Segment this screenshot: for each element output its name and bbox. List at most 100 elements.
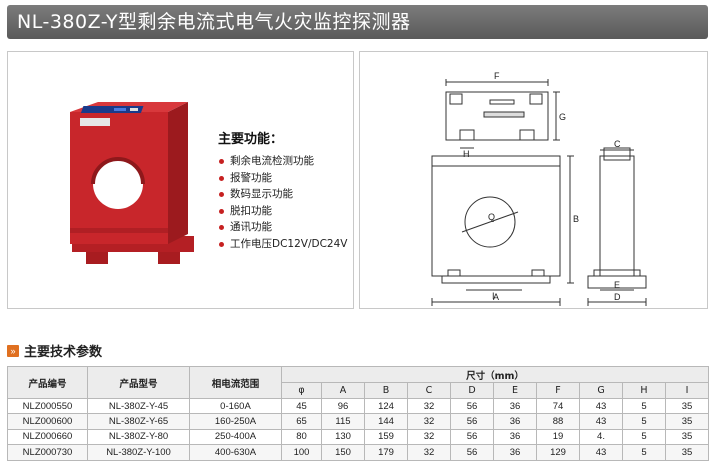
- dimension-header: C: [407, 382, 451, 399]
- dimension-header: E: [493, 382, 537, 399]
- feature-item: 数码显示功能: [218, 186, 347, 203]
- table-cell: 35: [664, 444, 710, 461]
- table-cell: 56: [450, 428, 494, 446]
- feature-item: 工作电压DC12V/DC24V: [218, 236, 347, 253]
- table-cell: 250-400A: [189, 428, 282, 446]
- dim-label-f: F: [494, 71, 500, 81]
- dim-label-g: G: [559, 112, 566, 122]
- header-code: 产品编号: [7, 366, 88, 399]
- dimension-header: A: [321, 382, 365, 399]
- table-cell: 56: [450, 413, 494, 430]
- dim-label-i: I: [492, 291, 495, 301]
- table-cell: 65: [281, 413, 322, 430]
- table-cell: 36: [493, 444, 537, 461]
- bullet-icon: [219, 225, 224, 230]
- table-cell: 36: [493, 428, 537, 446]
- dimension-header: D: [450, 382, 494, 399]
- product-image: [70, 102, 194, 264]
- dimension-header: F: [536, 382, 580, 399]
- header-current: 相电流范围: [189, 366, 282, 399]
- table-cell: NLZ000600: [7, 413, 88, 430]
- feature-label: 脱扣功能: [230, 204, 272, 217]
- bullet-icon: [219, 192, 224, 197]
- table-cell: 32: [407, 428, 451, 446]
- feature-item: 脱扣功能: [218, 203, 347, 220]
- header-model: 产品型号: [87, 366, 190, 399]
- features-title: 主要功能：: [218, 132, 284, 147]
- dimension-header: B: [364, 382, 408, 399]
- dim-label-q: Q: [488, 212, 495, 222]
- dimension-header: H: [622, 382, 666, 399]
- table-cell: 150: [321, 444, 365, 461]
- table-cell: 43: [579, 413, 623, 430]
- table-cell: 179: [364, 444, 408, 461]
- table-cell: 32: [407, 444, 451, 461]
- dim-label-e: E: [614, 280, 620, 290]
- bullet-icon: [219, 159, 224, 164]
- table-cell: NLZ000660: [7, 428, 88, 446]
- section-title: 主要技术参数: [24, 345, 103, 360]
- table-cell: 5: [622, 444, 666, 461]
- dimension-drawing-panel: F G H C Q B I A E D: [359, 51, 708, 309]
- dim-label-b: B: [573, 214, 579, 224]
- table-cell: 36: [493, 397, 537, 415]
- bullet-icon: [219, 175, 224, 181]
- features-list: 剩余电流检测功能 报警功能 数码显示功能 脱扣功能 通讯功能 工作电压DC12V…: [218, 153, 347, 252]
- table-cell: 159: [364, 428, 408, 446]
- table-cell: 32: [407, 397, 451, 415]
- table-cell: 35: [664, 428, 710, 446]
- dim-label-a: A: [493, 292, 499, 302]
- chevron-right-icon: »: [7, 344, 19, 357]
- table-cell: 124: [364, 397, 408, 415]
- table-cell: 115: [321, 413, 365, 430]
- dimension-header: I: [664, 382, 710, 399]
- feature-item: 剩余电流检测功能: [218, 153, 347, 170]
- feature-label: 剩余电流检测功能: [230, 155, 314, 167]
- table-cell: NLZ000730: [7, 444, 88, 461]
- dimension-drawing: F G H C Q B I A E D: [431, 71, 647, 306]
- table-cell: 43: [579, 397, 623, 415]
- page-title: NL-380Z-Y型剩余电流式电气火灾监控探测器: [7, 5, 708, 39]
- table-cell: NLZ000550: [7, 397, 88, 415]
- table-cell: 19: [536, 428, 580, 446]
- table-cell: NL-380Z-Y-100: [87, 444, 190, 461]
- table-cell: 36: [493, 413, 537, 430]
- feature-label: 通讯功能: [230, 221, 272, 233]
- table-cell: 74: [536, 397, 580, 415]
- table-cell: 5: [622, 397, 666, 415]
- table-cell: 35: [664, 397, 710, 415]
- feature-label: 报警功能: [230, 171, 272, 184]
- table-cell: 129: [536, 444, 580, 461]
- table-cell: 43: [579, 444, 623, 461]
- table-cell: NL-380Z-Y-65: [87, 413, 190, 430]
- table-cell: 4.: [579, 428, 623, 446]
- table-cell: 80: [281, 428, 322, 446]
- feature-label: 数码显示功能: [230, 188, 293, 200]
- table-cell: 56: [450, 444, 494, 461]
- table-cell: 160-250A: [189, 413, 282, 430]
- features-block: 主要功能： 剩余电流检测功能 报警功能 数码显示功能 脱扣功能 通讯功能 工作电…: [218, 128, 347, 252]
- header-size: 尺寸（mm）: [280, 366, 710, 383]
- bullet-icon: [219, 208, 224, 214]
- section-header: » 主要技术参数: [7, 341, 102, 360]
- feature-label: 工作电压DC12V/DC24V: [230, 237, 348, 250]
- table-cell: 100: [281, 444, 322, 461]
- dim-label-d: D: [614, 292, 621, 302]
- table-cell: 56: [450, 397, 494, 415]
- table-cell: NL-380Z-Y-45: [87, 397, 190, 415]
- product-panel: 主要功能： 剩余电流检测功能 报警功能 数码显示功能 脱扣功能 通讯功能 工作电…: [7, 51, 354, 309]
- dimension-header: G: [579, 382, 623, 399]
- bullet-icon: [219, 241, 224, 247]
- table-cell: NL-380Z-Y-80: [87, 428, 190, 446]
- table-cell: 0-160A: [189, 397, 282, 415]
- table-cell: 5: [622, 428, 666, 446]
- table-cell: 400-630A: [189, 444, 282, 461]
- dim-label-h: H: [463, 149, 470, 159]
